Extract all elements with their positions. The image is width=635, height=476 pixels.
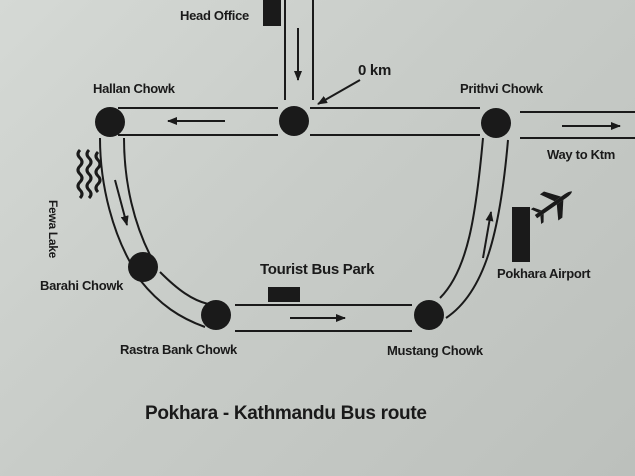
prithvi-chowk-label: Prithvi Chowk xyxy=(460,81,543,96)
way-to-ktm-label: Way to Ktm xyxy=(547,147,616,162)
zero-km-label: 0 km xyxy=(358,62,391,79)
right-road-arrow xyxy=(482,211,494,259)
barahi-rastra-road xyxy=(139,271,209,328)
rastra-bank-chowk-label: Rastra Bank Chowk xyxy=(120,342,237,357)
rastra-bank-chowk-junction xyxy=(201,300,231,330)
barahi-chowk-junction xyxy=(128,252,158,282)
tourist-bus-park-label: Tourist Bus Park xyxy=(260,261,375,278)
ktm-road xyxy=(520,111,635,139)
head-office-building xyxy=(263,0,281,26)
water-waves-icon xyxy=(76,148,102,200)
fewa-lake-label: Fewa Lake xyxy=(46,200,60,258)
bottom-road xyxy=(235,304,412,332)
tourist-bus-park-marker xyxy=(268,287,300,302)
left-road-arrow xyxy=(114,179,129,226)
head-office-label: Head Office xyxy=(180,8,249,23)
zero-km-pointer xyxy=(317,79,361,105)
top-road xyxy=(118,107,480,136)
mustang-chowk-label: Mustang Chowk xyxy=(387,343,483,358)
pokhara-airport-label: Pokhara Airport xyxy=(497,266,591,281)
head-office-road xyxy=(284,0,314,100)
right-road xyxy=(439,137,509,319)
barahi-chowk-label: Barahi Chowk xyxy=(40,278,124,293)
airport-runway xyxy=(512,207,530,262)
prithvi-chowk-junction xyxy=(481,108,511,138)
hallan-chowk-junction xyxy=(95,107,125,137)
map-title: Pokhara - Kathmandu Bus route xyxy=(145,403,427,424)
airplane-icon xyxy=(530,191,573,224)
mustang-chowk-junction xyxy=(414,300,444,330)
zero-km-junction xyxy=(279,106,309,136)
left-road xyxy=(99,137,151,263)
hallan-chowk-label: Hallan Chowk xyxy=(93,81,175,96)
